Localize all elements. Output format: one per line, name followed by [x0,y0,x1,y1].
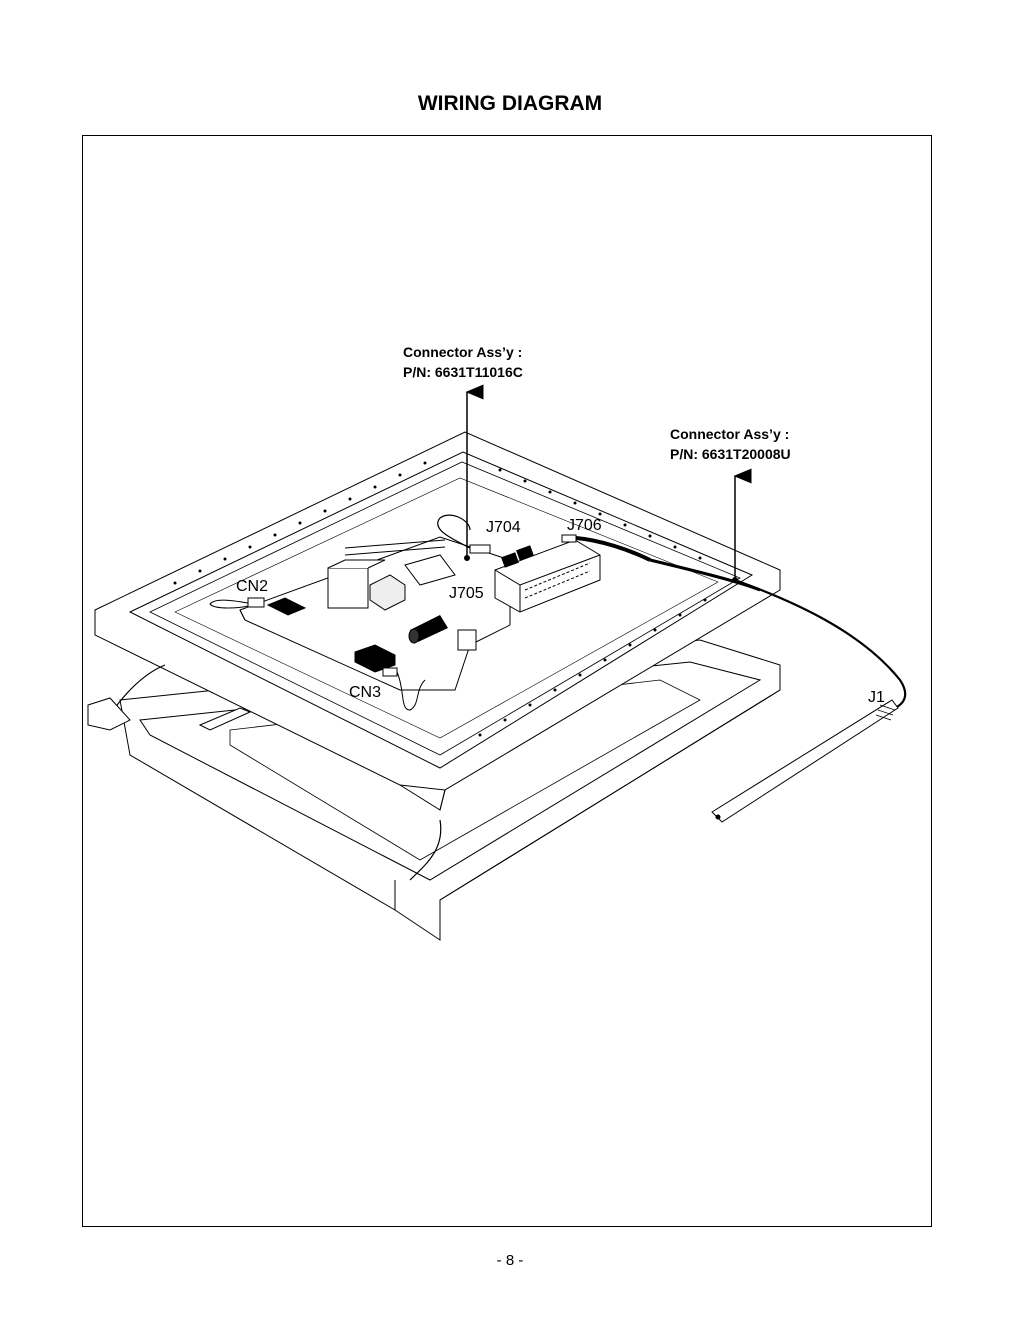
capacitor [408,615,448,644]
cables [109,514,907,881]
page-title: WIRING DIAGRAM [417,92,603,115]
page-number: - 8 - [496,1252,524,1269]
j1-board [711,699,899,823]
callout-dot-j704 [464,555,470,561]
diagram-frame [82,135,932,1227]
connector-parts [247,534,577,677]
callout-2-line2: P/N: 6631T20008U [670,446,791,462]
main-board [239,536,511,691]
callout-dot-j706 [732,577,738,583]
label-cn2: CN2 [236,578,268,595]
label-j704: J704 [486,519,521,536]
label-j1: J1 [868,689,885,706]
label-cn3: CN3 [349,684,381,701]
signal-board [494,539,601,613]
label-j706: J706 [567,517,602,534]
callout-1-line2: P/N: 6631T11016C [403,364,523,380]
left-bracket [87,697,252,731]
callout-2-line1: Connector Ass’y : [670,426,789,442]
callout-1-line1: Connector Ass’y : [403,344,522,360]
panel-holes [173,461,707,737]
label-j705: J705 [449,585,484,602]
